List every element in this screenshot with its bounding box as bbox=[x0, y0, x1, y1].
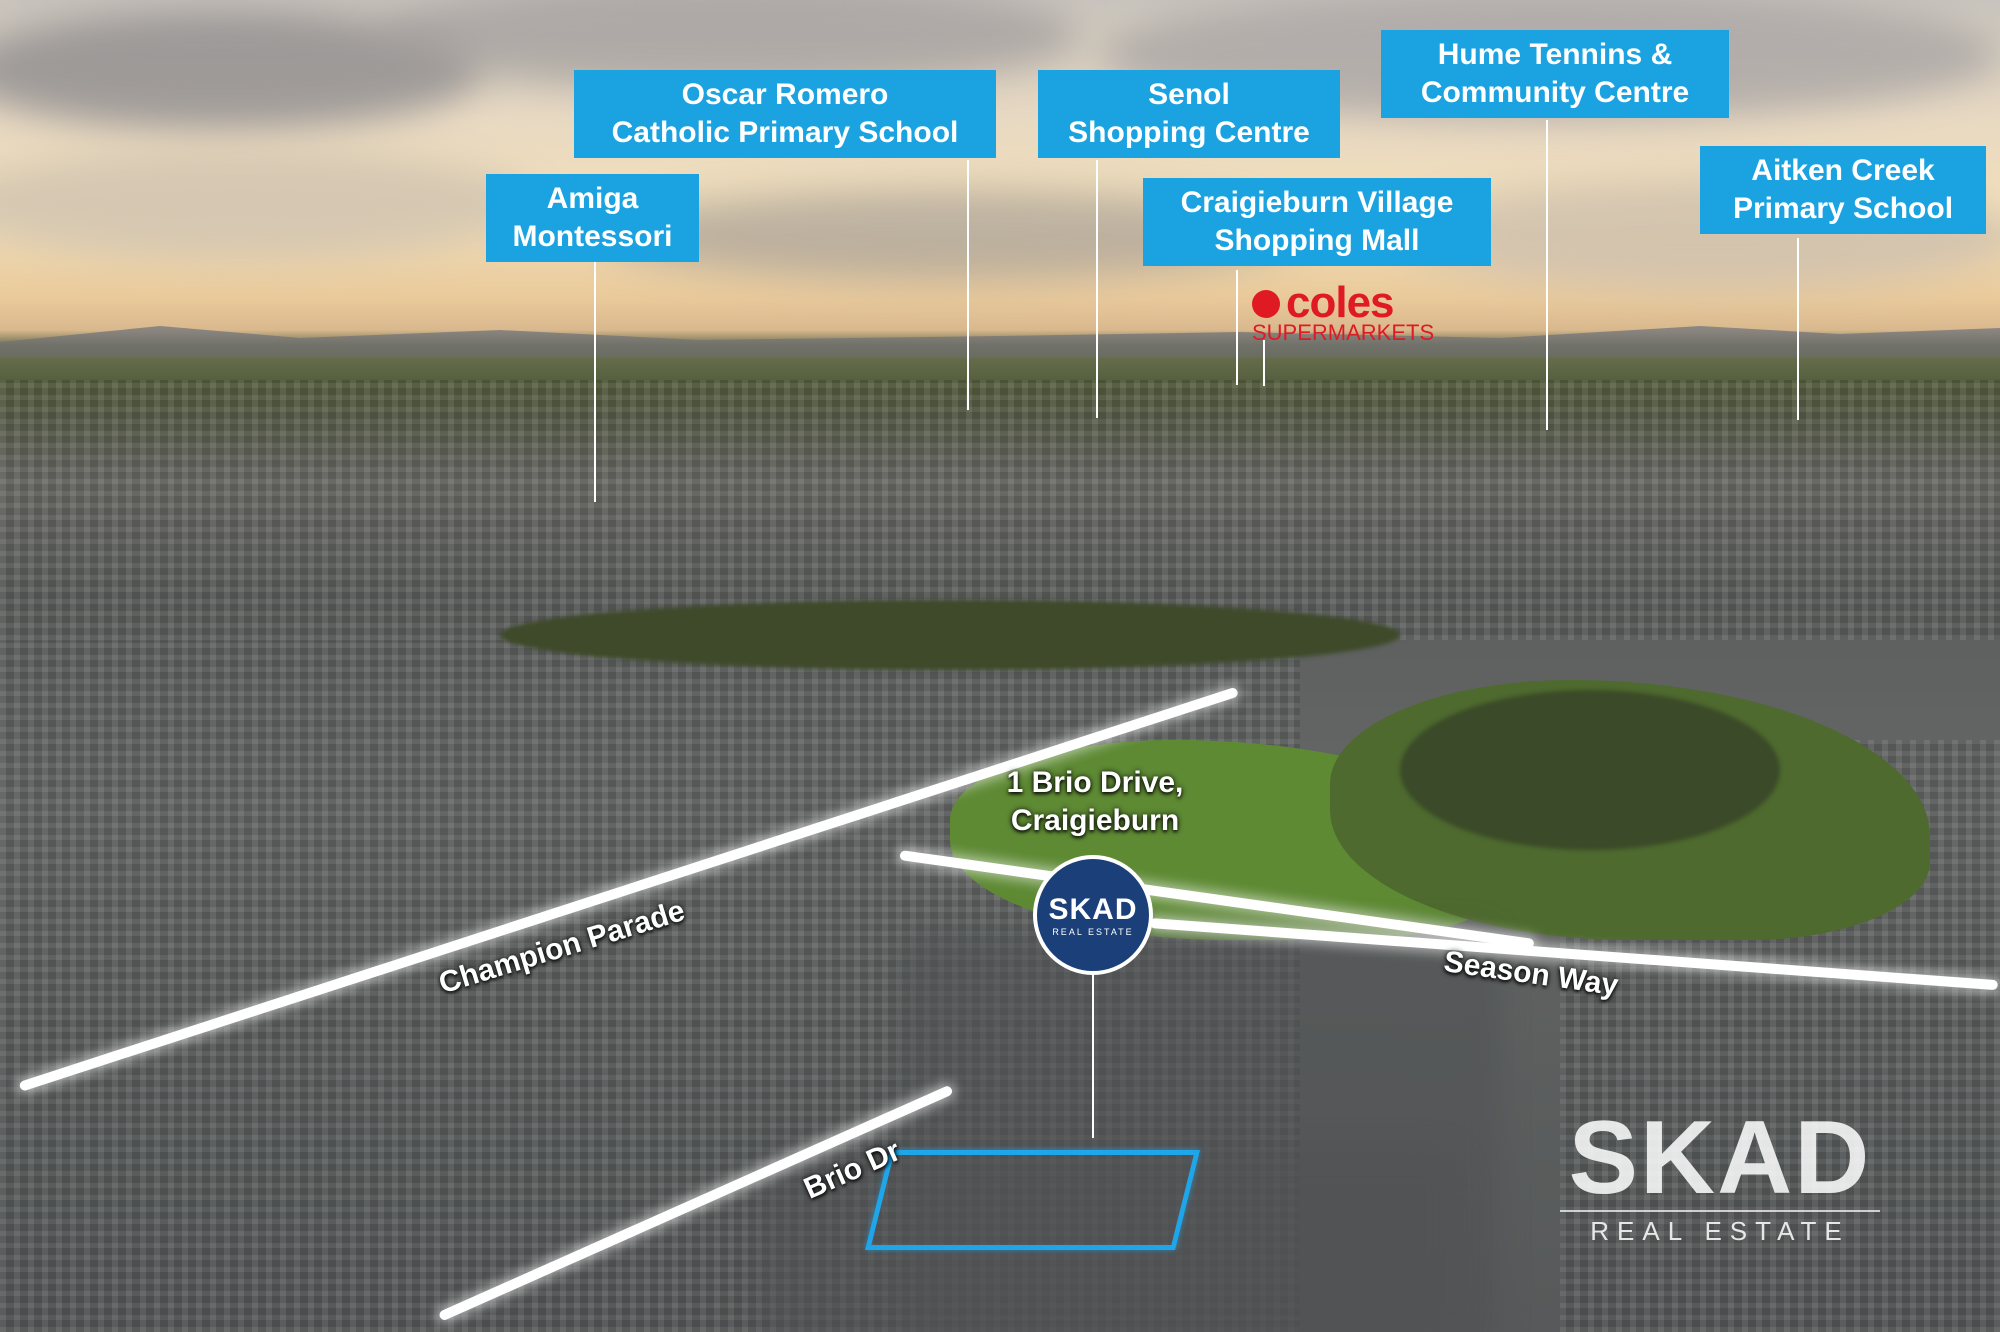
coles-wordmark: coles bbox=[1286, 278, 1395, 327]
skad-logo-mark: SKAD bbox=[1048, 893, 1138, 926]
skad-logo-badge: SKAD REAL ESTATE bbox=[1033, 855, 1153, 975]
pin-line bbox=[967, 160, 969, 410]
watermark-sub: REAL ESTATE bbox=[1560, 1210, 1880, 1247]
pin-line bbox=[1797, 238, 1799, 420]
pin-line bbox=[1092, 968, 1094, 1138]
suburb-area bbox=[0, 380, 2000, 640]
pin-line bbox=[1263, 340, 1265, 386]
pin-line bbox=[1236, 270, 1238, 385]
pin-line bbox=[594, 252, 596, 502]
trees bbox=[500, 600, 1400, 670]
trees bbox=[1400, 690, 1780, 850]
distant-hills bbox=[0, 326, 2000, 358]
coles-logo: coles SUPERMARKETS bbox=[1252, 278, 1442, 348]
skad-watermark: SKAD REAL ESTATE bbox=[1560, 1106, 1880, 1247]
skad-logo-sub: REAL ESTATE bbox=[1052, 927, 1134, 937]
property-outline bbox=[865, 1150, 1200, 1250]
label-hume-tennis: Hume Tennins &Community Centre bbox=[1381, 30, 1729, 118]
property-address: 1 Brio Drive, Craigieburn bbox=[1006, 766, 1184, 837]
blurred-houses bbox=[760, 1150, 1460, 1332]
coles-dot-icon bbox=[1252, 290, 1280, 318]
cloud bbox=[0, 150, 540, 260]
pin-line bbox=[1096, 160, 1098, 418]
coles-subtitle: SUPERMARKETS bbox=[1252, 320, 1435, 345]
pin-line bbox=[1546, 120, 1548, 430]
watermark-mark: SKAD bbox=[1568, 1100, 1872, 1216]
